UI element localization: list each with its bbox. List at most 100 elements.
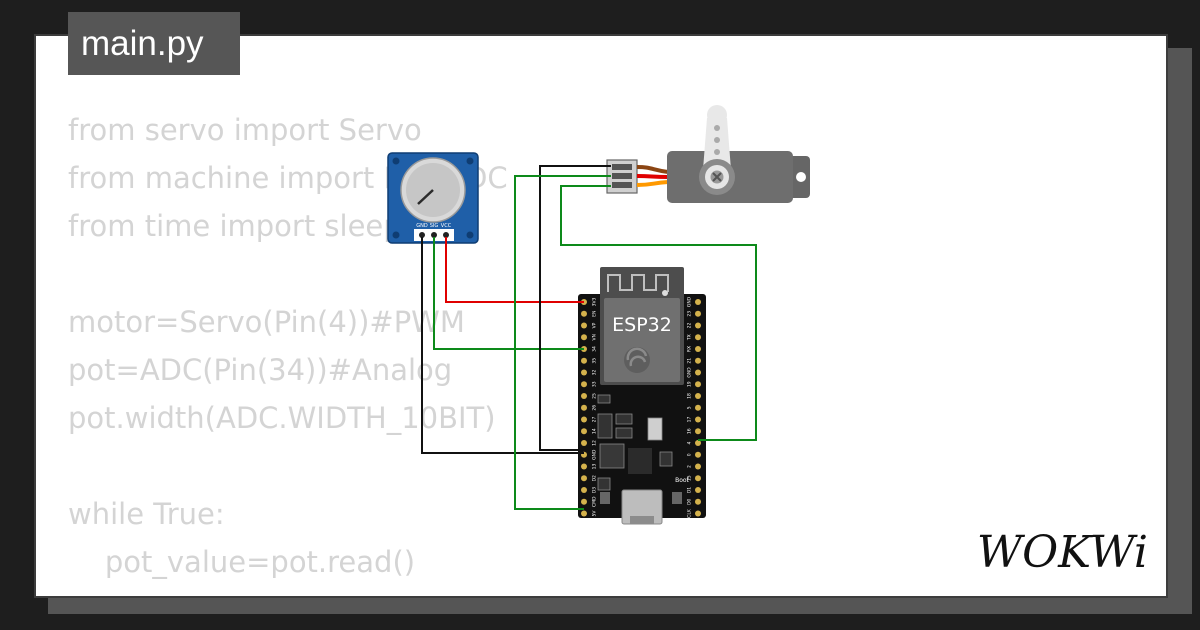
wire-5v-servo [514, 175, 611, 510]
pot-pin-label-sig: SIG [430, 223, 439, 229]
esp32-pin-label: GND [592, 449, 598, 460]
chip-label: ESP32 [612, 314, 672, 336]
code-line: while True: [68, 497, 225, 531]
esp32-pin-label: VN [592, 334, 598, 340]
esp32-pin-label: 19 [687, 381, 693, 387]
esp32-pin-label: 26 [592, 405, 598, 411]
esp32-pin-label: D1 [687, 487, 693, 493]
esp32-pin-left[interactable] [581, 498, 587, 505]
esp32-pin-label: 5 [687, 406, 693, 409]
esp32-pin-label: D3 [592, 487, 598, 493]
code-line: pot=ADC(Pin(34))#Analog [68, 353, 453, 387]
esp32-pin-label: 35 [592, 358, 598, 364]
esp32-pin-label: 25 [592, 393, 598, 399]
boot-label: Boot [675, 477, 689, 484]
esp32-pin-label: 23 [687, 311, 693, 317]
esp32-pin-right[interactable] [695, 428, 701, 435]
esp32-pin-left[interactable] [581, 393, 587, 399]
esp32-pin-label: 0 [687, 453, 693, 456]
wire-vcc [445, 237, 584, 303]
esp32-pin-left[interactable] [581, 475, 587, 482]
esp32-pin-right[interactable] [695, 322, 701, 329]
esp32-pin-label: 14 [592, 428, 598, 434]
esp32-pin-label: 34 [592, 346, 598, 352]
esp32-pin-label: 5V [592, 510, 598, 517]
esp32-pin-headers: 3V3ENVPVN343532332526271412GND13D2D3CMD5… [581, 296, 701, 518]
esp32-pin-left[interactable] [581, 369, 587, 376]
esp32-pin-left[interactable] [581, 310, 587, 317]
esp32-pin-label: D2 [592, 475, 598, 481]
esp32-pin-left[interactable] [581, 440, 587, 446]
esp32-pin-left[interactable] [581, 381, 587, 388]
esp32-pin-right[interactable] [695, 498, 701, 505]
esp32-pin-label: 22 [687, 323, 693, 329]
esp32-pin-label: 17 [687, 417, 693, 423]
esp32-pin-left[interactable] [581, 510, 587, 517]
code-line: pot_value=pot.read() [68, 545, 416, 579]
code-line: from servo import Servo [68, 113, 422, 147]
esp32-pin-label: 15 [687, 475, 693, 481]
code-line: motor=Servo(Pin(4))#PWM [68, 305, 465, 339]
esp32-pin-right[interactable] [695, 510, 701, 517]
esp32-pin-label: 33 [592, 381, 598, 387]
esp32-board[interactable]: ESP32 Boot 3V3ENVPVN343532332526271412GN… [578, 267, 706, 525]
esp32-pin-label: 21 [687, 358, 693, 364]
esp32-pin-label: 4 [687, 441, 693, 444]
esp32-pin-left[interactable] [581, 428, 587, 435]
esp32-pin-right[interactable] [695, 463, 701, 470]
esp32-pin-label: CLK [687, 508, 693, 518]
wire-signal [433, 237, 584, 350]
esp32-pin-left[interactable] [581, 334, 587, 341]
pot-pin-label-vcc: VCC [441, 223, 452, 229]
esp32-pin-left[interactable] [581, 487, 587, 493]
wokwi-logo: WOKWi [977, 527, 1148, 578]
esp32-pin-label: 18 [687, 393, 693, 399]
esp32-pin-label: RX [687, 346, 693, 352]
code-line: motor.move(pot_value/5.683333) [68, 586, 592, 596]
file-tab[interactable]: main.py [68, 12, 240, 75]
esp32-pin-label: 16 [687, 428, 693, 434]
esp32-pin-label: TX [687, 334, 693, 341]
esp32-pin-label: 3V3 [592, 297, 598, 306]
esp32-pin-right[interactable] [695, 381, 701, 388]
esp32-pin-label: 32 [592, 370, 598, 376]
esp32-pin-right[interactable] [695, 334, 701, 341]
esp32-pin-left[interactable] [581, 463, 587, 470]
esp32-pin-right[interactable] [695, 357, 701, 364]
esp32-pin-right[interactable] [695, 451, 701, 458]
esp32-pin-label: CMD [592, 496, 598, 507]
esp32-pin-right[interactable] [695, 487, 701, 493]
esp32-pin-right[interactable] [695, 369, 701, 376]
esp32-pin-label: EN [592, 311, 598, 317]
wires [421, 165, 757, 510]
esp32-pin-right[interactable] [695, 475, 701, 482]
pot-pin-label-gnd: GND [416, 223, 428, 229]
esp32-pin-left[interactable] [581, 322, 587, 329]
servo-motor[interactable] [606, 105, 810, 203]
esp32-pin-left[interactable] [581, 416, 587, 423]
esp32-pin-label: 12 [592, 440, 598, 446]
esp32-pin-label: GND [687, 367, 693, 378]
esp32-pin-right[interactable] [695, 310, 701, 317]
code-line: pot.width(ADC.WIDTH_10BIT) [68, 401, 496, 435]
esp32-pin-label: VP [592, 322, 598, 328]
wire-gnd-pot [421, 237, 584, 454]
esp32-pin-label: 13 [592, 464, 598, 470]
esp32-pin-label: GND [687, 296, 693, 307]
potentiometer[interactable]: GND SIG VCC [387, 152, 479, 244]
wire-gnd-servo [539, 165, 611, 451]
wire-pwm-servo [560, 185, 757, 441]
esp32-pin-right[interactable] [695, 393, 701, 399]
esp32-pin-right[interactable] [695, 440, 701, 446]
wokwi-logo-text: WOKWi [977, 527, 1148, 578]
esp32-pin-label: D0 [687, 498, 693, 504]
esp32-pin-left[interactable] [581, 357, 587, 364]
esp32-pin-left[interactable] [581, 404, 587, 411]
knob-indicator [417, 189, 434, 205]
esp32-pin-right[interactable] [695, 346, 701, 352]
esp32-pin-right[interactable] [695, 299, 701, 305]
esp32-pin-right[interactable] [695, 416, 701, 423]
esp32-pin-right[interactable] [695, 404, 701, 411]
